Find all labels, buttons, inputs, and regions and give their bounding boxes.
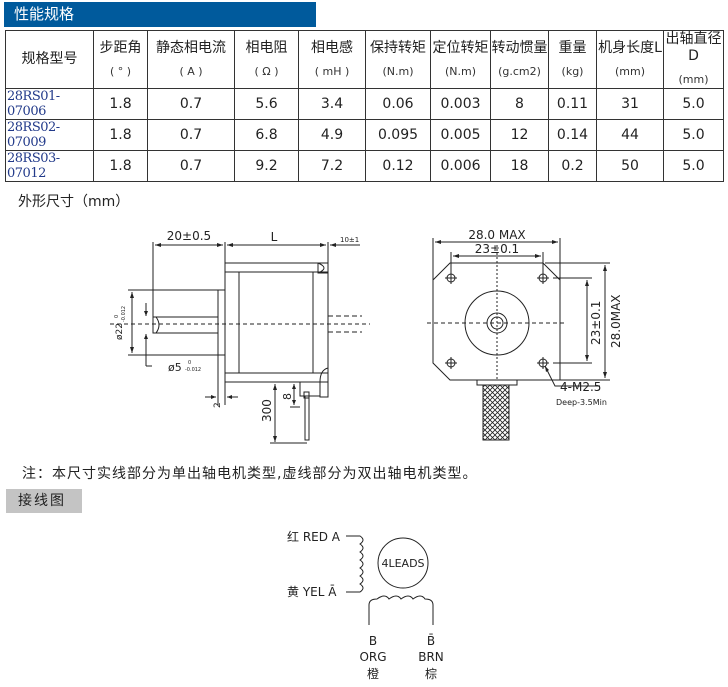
dim-rear-shaft: 10±1	[340, 236, 359, 244]
column-header-label: 保持转矩	[370, 39, 426, 56]
table-cell: 8	[490, 88, 549, 120]
column-header: 静态相电流 ( A )	[147, 30, 235, 89]
table-cell: 0.2	[548, 150, 597, 182]
wire-brown-cn: 棕	[425, 666, 437, 681]
column-header-label: 定位转矩	[432, 39, 489, 56]
column-header-label: 静态相电流	[156, 39, 226, 56]
front-view: 28.0 MAX 23±0.1 23±0.1 28.0MAX 4-M2.5 De…	[427, 228, 623, 441]
dim-hole-pitch: 23±0.1	[475, 242, 519, 256]
tol-zero: 0	[114, 315, 120, 318]
column-header-label: 出轴直径D	[665, 31, 722, 64]
column-header: 相电感 ( mH )	[298, 30, 366, 89]
column-header-label: 相电阻	[245, 39, 288, 56]
dim-shaft-dia: ø5	[168, 361, 182, 374]
dimension-note: 注：本尺寸实线部分为单出轴电机类型,虚线部分为双出轴电机类型。	[22, 466, 478, 482]
column-header: 定位转矩 (N.m)	[430, 30, 491, 89]
wire-red-label: 红 RED A	[287, 529, 341, 544]
wire-b-label: B	[369, 634, 377, 648]
dim-connector-height: 8	[281, 393, 294, 400]
shaft-tol: -0.012	[185, 367, 201, 373]
table-cell: 1.8	[93, 150, 148, 182]
column-header: 相电阻 ( Ω )	[234, 30, 299, 89]
wire-bbar-label: B̄	[427, 634, 435, 648]
column-header-label: 机身长度L	[598, 39, 662, 56]
wiring-diagram: 红 RED A 黄 YEL Ā 4LEADS B ORG 橙 B̄ BRN 棕	[287, 529, 444, 681]
dim-width-max: 28.0 MAX	[468, 228, 525, 242]
dim-flange-dia: ø22	[115, 323, 125, 340]
dim-lead-length: 300	[260, 399, 274, 422]
model-cell: 28RS03-07012	[5, 150, 94, 182]
model-cell: 28RS02-07009	[5, 119, 94, 151]
column-header: 保持转矩 (N.m)	[365, 30, 431, 89]
column-header-unit: (mm)	[614, 64, 645, 78]
table-cell: 12	[490, 119, 549, 151]
column-header-label: 步距角	[99, 39, 142, 56]
table-cell: 18	[490, 150, 549, 182]
wire-orange-cn: 橙	[367, 666, 379, 681]
column-header-label: 规格型号	[21, 51, 78, 67]
table-cell: 5.0	[663, 119, 724, 151]
dim-flange-thickness: 2	[213, 402, 223, 408]
table-cell: 31	[596, 88, 664, 120]
column-header-unit: ( mH )	[314, 64, 350, 78]
dimensions-title: 外形尺寸（mm）	[18, 194, 130, 210]
table-cell: 4.9	[298, 119, 366, 151]
column-header-label: 相电感	[311, 39, 353, 56]
flange-tol: -0.012	[121, 306, 127, 322]
table-cell: 44	[596, 119, 664, 151]
dim-depth: Deep-3.5Min	[556, 398, 607, 407]
dim-thread: 4-M2.5	[560, 380, 601, 394]
dim-body-length: L	[271, 230, 278, 244]
leads-label: 4LEADS	[381, 557, 424, 570]
column-header-unit: (g.cm2)	[498, 64, 541, 78]
dim-shaft-length: 20±0.5	[167, 229, 211, 243]
table-cell: 0.11	[548, 88, 597, 120]
model-cell: 28RS01-07006	[5, 88, 94, 120]
column-header-unit: (N.m)	[444, 64, 477, 78]
column-header-label: 重量	[558, 39, 587, 56]
column-header-unit: ( A )	[179, 64, 203, 78]
motor-symbol	[377, 537, 429, 589]
spec-table: 规格型号 步距角 ( ° ) 静态相电流 ( A ) 相电阻 ( Ω ) 相电感 ( mH ) 保…	[5, 30, 724, 182]
table-cell: 0.7	[147, 150, 235, 182]
dim-hole-pitch-vertical: 23±0.1	[589, 301, 603, 345]
table-cell: 5.0	[663, 88, 724, 120]
table-header-row: 规格型号 步距角 ( ° ) 静态相电流 ( A ) 相电阻 ( Ω ) 相电感 ( mH ) 保…	[5, 30, 724, 89]
wire-yellow-label: 黄 YEL Ā	[287, 585, 337, 599]
tol-zero: 0	[188, 360, 191, 366]
table-cell: 0.003	[430, 88, 491, 120]
wire-orange-label: ORG	[359, 650, 386, 664]
table-cell: 5.0	[663, 150, 724, 182]
table-cell: 50	[596, 150, 664, 182]
column-header: 出轴直径D (mm)	[663, 30, 724, 89]
section-title-wiring: 接线图	[6, 489, 82, 513]
section-title-performance: 性能规格	[4, 2, 316, 27]
table-cell: 3.4	[298, 88, 366, 120]
table-cell: 0.06	[365, 88, 431, 120]
mount-hole-icons	[445, 272, 549, 369]
table-cell: 9.2	[234, 150, 299, 182]
wire-brown-label: BRN	[418, 650, 444, 664]
column-header-unit: (N.m)	[382, 64, 414, 78]
column-header-unit: ( ° )	[109, 64, 132, 78]
column-header-label: 转动惯量	[491, 39, 548, 56]
column-header-unit: (kg)	[561, 64, 584, 78]
column-header-unit: (mm)	[678, 73, 709, 86]
column-header: 转动惯量 (g.cm2)	[490, 30, 549, 89]
dim-height-max: 28.0MAX	[609, 294, 623, 348]
column-header-unit: ( Ω )	[254, 64, 279, 78]
